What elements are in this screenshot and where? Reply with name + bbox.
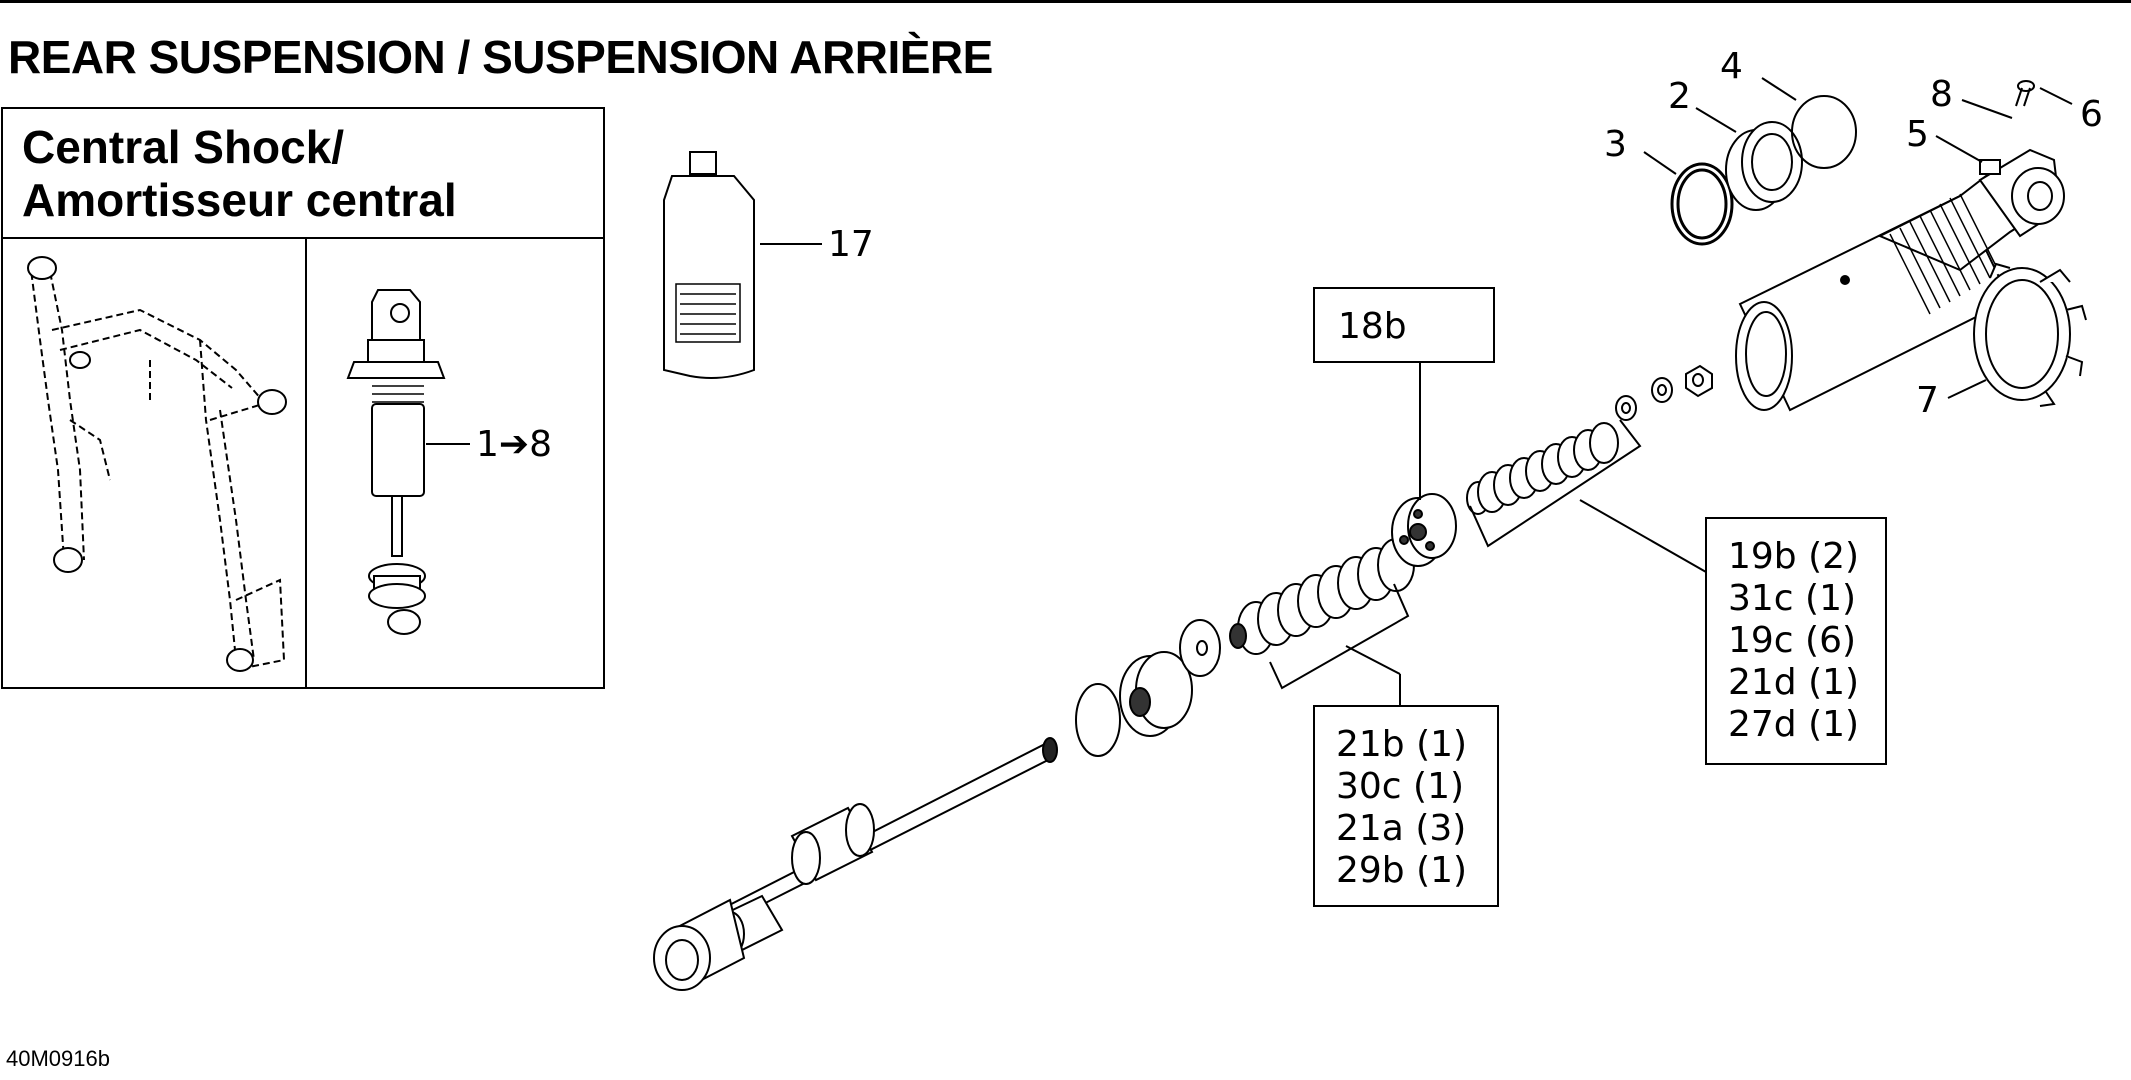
bushing-2: [1725, 121, 1803, 211]
spring-lock-nut-7: [1973, 262, 2087, 407]
callout-7: 7: [1916, 380, 1939, 421]
suspension-frame-joints: [27, 256, 287, 672]
callout-17: 17: [828, 224, 874, 265]
bleed-screw-6: [2015, 80, 2035, 107]
box-center-line-4: 29b (1): [1336, 850, 1467, 891]
inset-panel: [1, 107, 605, 689]
inset-title-line2: Amortisseur central: [22, 174, 457, 226]
box-right-line-4: 21d (1): [1728, 662, 1859, 703]
page-title: REAR SUSPENSION / SUSPENSION ARRIÈRE: [8, 31, 993, 83]
box-right-line-2: 31c (1): [1728, 578, 1856, 619]
box-center: [1313, 705, 1499, 907]
callout-5: 5: [1906, 114, 1929, 155]
box-center-line-2: 30c (1): [1336, 766, 1464, 807]
box-18b: [1313, 287, 1495, 363]
callout-boxes: [1313, 287, 1887, 907]
shock-body: [1735, 148, 2065, 412]
callout-2: 2: [1668, 76, 1691, 117]
callout-6: 6: [2080, 94, 2103, 135]
lower-shim-stack: [1229, 538, 1415, 655]
suspension-frame-illustration: [29, 261, 286, 669]
box-18b-line-1: 18b: [1338, 306, 1407, 347]
box-right-line-3: 19c (6): [1728, 620, 1856, 661]
piston-seal-oring: [1075, 683, 1121, 757]
seal-ring-3: [1670, 162, 1734, 246]
box-right-line-1: 19b (2): [1728, 536, 1859, 577]
inset-frame: [1, 107, 605, 689]
callout-leader-lines: [1643, 77, 2073, 399]
top-rule: [0, 0, 2131, 3]
inset-title-line1: Central Shock/: [22, 121, 344, 173]
main-piston-18b: [1391, 493, 1457, 567]
callout-3: 3: [1604, 124, 1627, 165]
washer: [1179, 619, 1221, 677]
complete-shock-illustration: [346, 289, 446, 635]
box-right-line-5: 27d (1): [1728, 704, 1859, 745]
box-center-line-1: 21b (1): [1336, 724, 1467, 765]
callout-range-1-8: 1➔8: [476, 424, 552, 465]
box-center-line-3: 21a (3): [1336, 808, 1466, 849]
piston: [1119, 651, 1193, 737]
washers-and-nut: [1615, 364, 1713, 421]
callout-4: 4: [1720, 46, 1743, 87]
oring-4: [1791, 95, 1857, 169]
callout-8: 8: [1930, 74, 1953, 115]
box-leader-lines: [1269, 362, 1707, 706]
shock-shaft-assembly: [653, 737, 1058, 991]
drawing-code: 40M0916b: [6, 1046, 110, 1071]
upper-shim-stack: [1466, 422, 1619, 515]
box-right: [1705, 517, 1887, 765]
shock-oil-bottle: [663, 151, 755, 379]
